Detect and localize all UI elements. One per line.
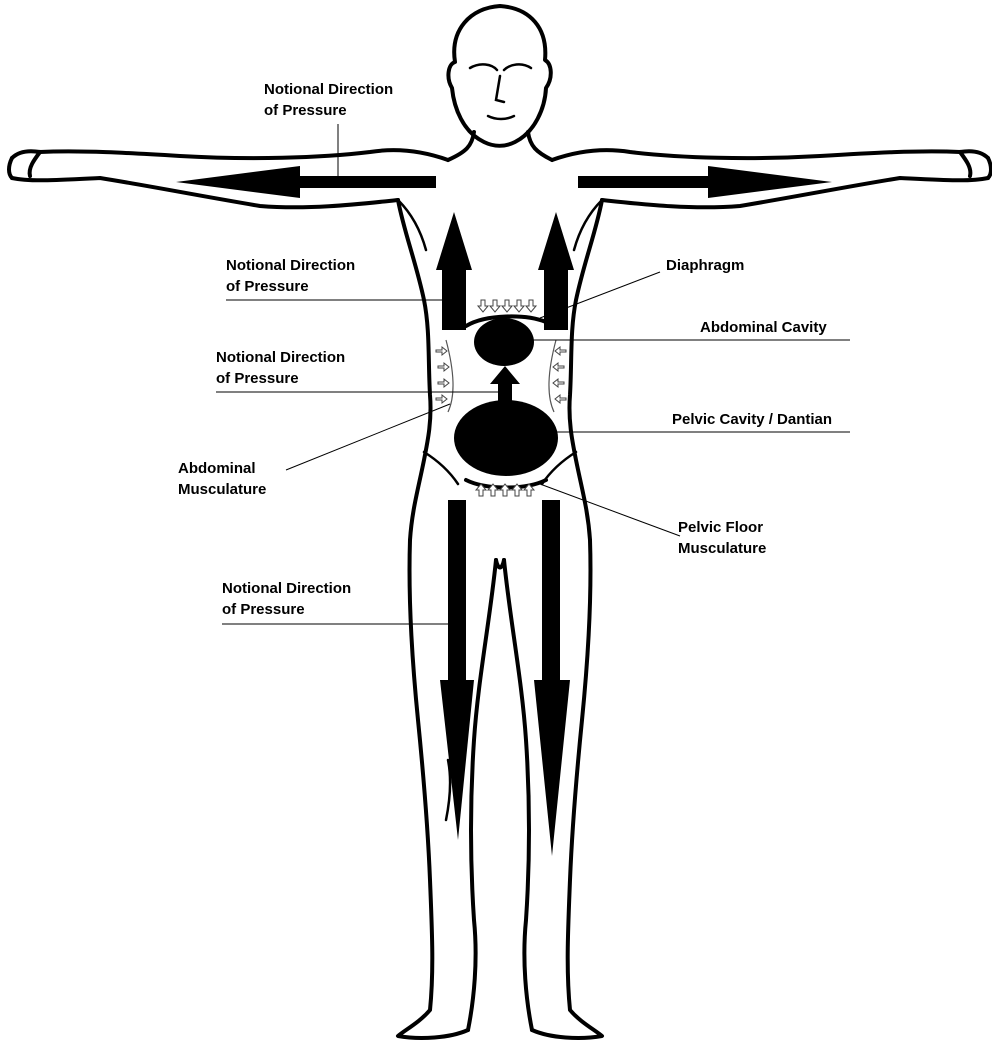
label-pressure-arms-line1: Notional Direction xyxy=(264,81,393,98)
left-hip-crease xyxy=(424,452,458,484)
left-leg-inner xyxy=(468,560,496,1030)
diaphragm-small-arrows xyxy=(478,300,536,312)
neck-right xyxy=(528,132,552,160)
brow xyxy=(470,64,531,70)
crotch xyxy=(496,560,504,568)
neck-left xyxy=(448,132,474,160)
arrow-chest-left xyxy=(436,212,472,330)
label-pressure-legs-line2: of Pressure xyxy=(222,601,305,618)
nose xyxy=(496,76,504,102)
label-abdominal-cavity: Abdominal Cavity xyxy=(700,319,827,336)
right-leg-inner xyxy=(504,560,532,1030)
label-diaphragm: Diaphragm xyxy=(666,257,744,274)
right-arm-upper-edge xyxy=(552,150,988,160)
human-figure xyxy=(9,6,991,1038)
label-pressure-legs-line1: Notional Direction xyxy=(222,580,351,597)
arrow-leg-right xyxy=(534,500,570,856)
arrow-abdomen-up xyxy=(490,366,520,404)
leader-pelvic-floor xyxy=(540,484,680,536)
label-pressure-arms-line2: of Pressure xyxy=(264,102,347,119)
arrow-left-arm xyxy=(176,166,436,198)
label-pelvic-floor-line2: Musculature xyxy=(678,540,766,557)
left-arm-upper-edge xyxy=(12,150,448,160)
label-pressure-abdomen-line1: Notional Direction xyxy=(216,349,345,366)
label-pressure-chest-line2: of Pressure xyxy=(226,278,309,295)
left-knee xyxy=(446,760,450,820)
label-pelvic-floor-line1: Pelvic Floor xyxy=(678,519,763,536)
label-pelvic-cavity: Pelvic Cavity / Dantian xyxy=(672,411,832,428)
arrow-right-arm xyxy=(578,166,832,198)
label-pressure-chest-line1: Notional Direction xyxy=(226,257,355,274)
mouth xyxy=(488,116,514,119)
pelvic-cavity xyxy=(454,400,558,476)
arrow-leg-left xyxy=(440,500,474,840)
label-pressure-abdomen-line2: of Pressure xyxy=(216,370,299,387)
label-abdominal-musculature-line1: Abdominal xyxy=(178,460,256,477)
label-abdominal-musculature-line2: Musculature xyxy=(178,481,266,498)
abdominal-cavity xyxy=(474,318,534,366)
